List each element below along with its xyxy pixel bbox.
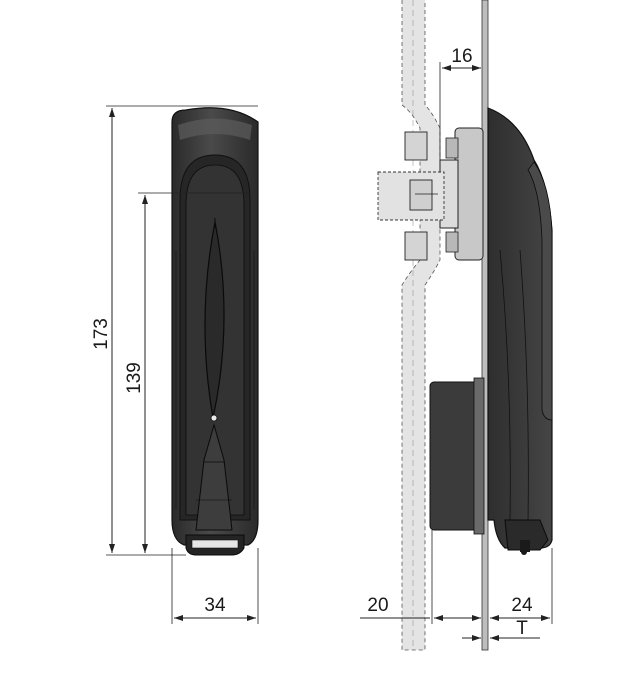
dim-t: T (516, 618, 528, 639)
front-view (171, 107, 259, 556)
dim-16: 16 (451, 46, 472, 67)
dim-20: 20 (367, 595, 388, 616)
dim-24: 24 (511, 595, 533, 616)
latch-assembly (377, 127, 484, 261)
handle-side-front-edge (527, 161, 553, 421)
dim-34: 34 (204, 595, 226, 616)
handle-side-body (487, 107, 553, 549)
dim-173: 173 (91, 318, 112, 350)
handle-side-foot (504, 519, 549, 551)
side-dimensions: 16 20 24 T (360, 46, 553, 641)
handle-front-pivot (210, 414, 218, 422)
front-dimensions: 173 139 34 (91, 105, 259, 624)
mounting-sheet (481, 0, 489, 651)
dim-139: 139 (124, 362, 145, 394)
door-panel-phantom (401, 0, 441, 651)
handle-front-top-highlight (178, 118, 252, 140)
handle-front-cone (195, 423, 233, 531)
side-view (377, 0, 553, 651)
